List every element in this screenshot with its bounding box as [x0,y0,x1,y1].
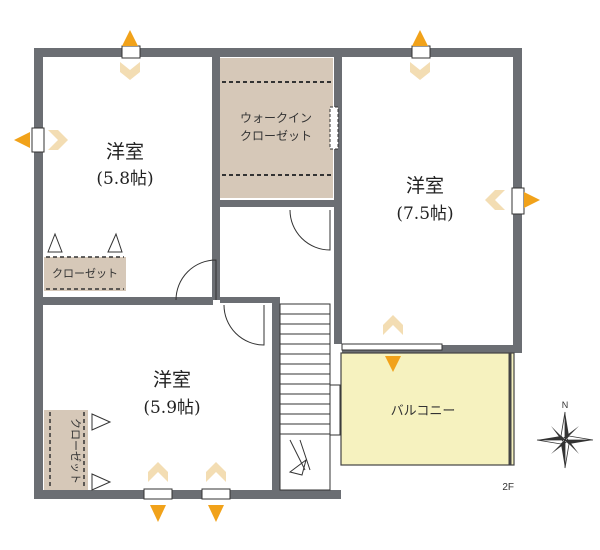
airflow-arrows [14,30,540,522]
arrow-icon [150,505,166,522]
closet-a-label: クローゼット [52,267,118,280]
balcony: バルコニー [340,352,515,466]
room-c-name: 洋室 [153,369,191,391]
room-c-size: (5.9帖) [143,398,200,418]
walkin-closet-label-line1: ウォークイン [240,111,312,125]
arrow-icon [122,30,138,46]
closet-c: クローゼット [44,410,112,491]
arrow-icon [208,505,224,522]
room-b-size: (7.5帖) [396,204,453,224]
balcony-label: バルコニー [391,403,456,418]
arrow-icon [14,132,30,148]
closet-a: クローゼット [44,232,126,291]
arrow-icon [385,356,401,372]
walkin-closet: ウォークイン クローゼット [220,58,339,198]
windows [31,45,525,500]
room-a-name: 洋室 [106,141,144,163]
compass-icon: N [536,400,594,469]
staircase [279,303,331,491]
floor-label: 2F [502,482,514,493]
room-b-name: 洋室 [406,175,444,197]
walkin-closet-label-line2: クローゼット [240,129,312,143]
arrow-icon [412,30,428,46]
ventilation-marks [48,62,505,482]
closet-c-label: クローゼット [69,418,82,484]
room-a-size: (5.8帖) [96,169,153,189]
compass-north-label: N [562,400,569,410]
arrow-icon [524,192,540,208]
doors [175,209,443,436]
